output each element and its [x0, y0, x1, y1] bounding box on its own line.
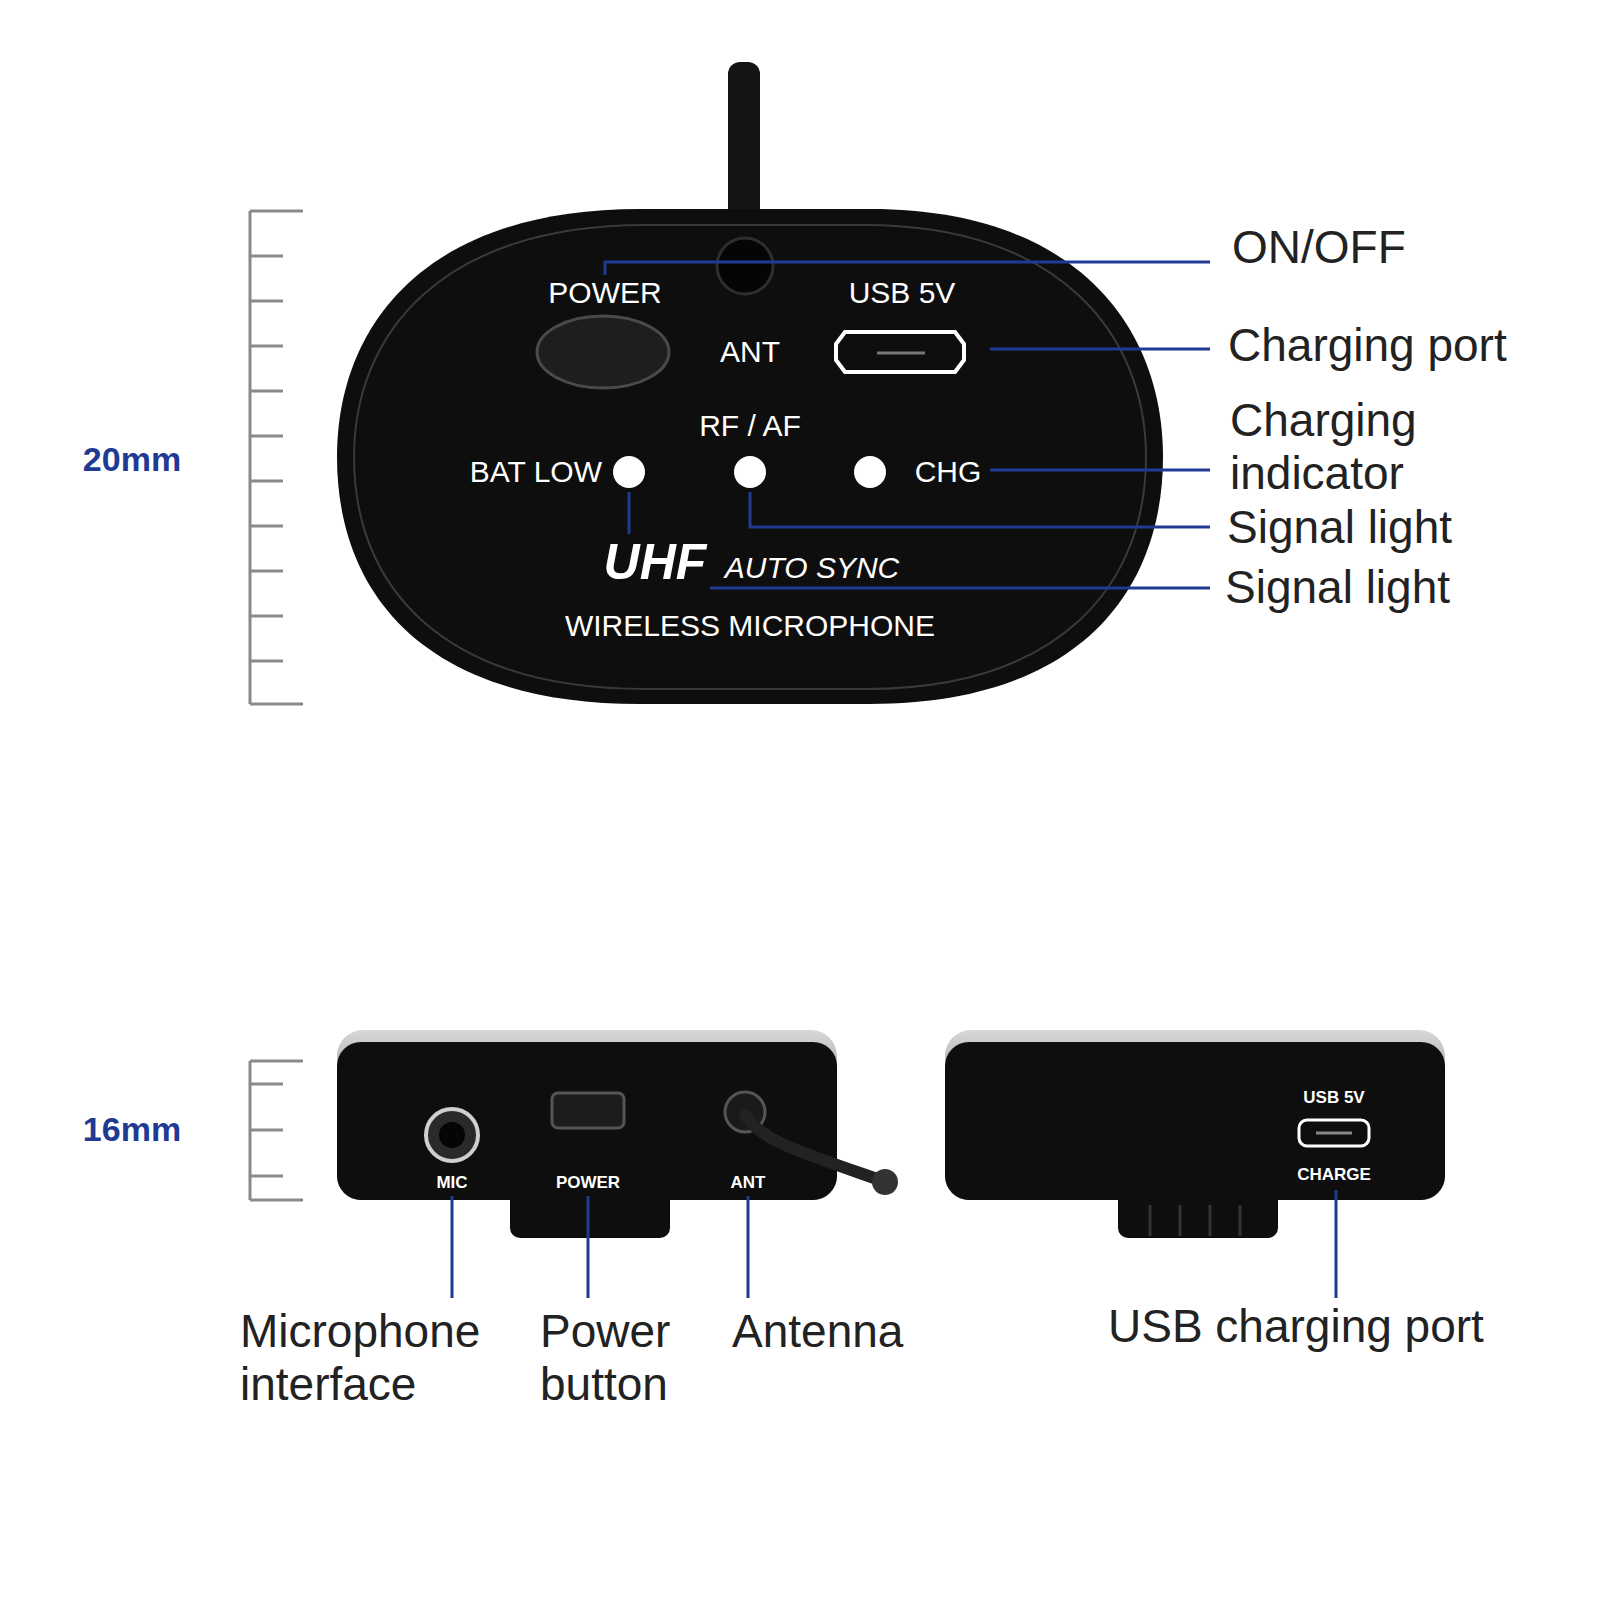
- device-label: RF / AF: [699, 409, 801, 444]
- power-button: [537, 316, 669, 388]
- power-switch: [552, 1093, 624, 1128]
- device-body: [337, 209, 1163, 704]
- usb-port: [1299, 1120, 1369, 1146]
- callout-label: Signal light: [1225, 561, 1450, 614]
- device-side: [945, 1030, 1445, 1200]
- callout-label: USB charging port: [1108, 1300, 1484, 1353]
- led: [613, 456, 645, 488]
- dimension-label: 20mm: [83, 440, 181, 479]
- callout-label: Charging indicator: [1230, 394, 1490, 500]
- antenna-tip: [872, 1169, 898, 1195]
- port-label: CHARGE: [1297, 1165, 1371, 1185]
- device-side: [337, 1030, 837, 1200]
- antenna-base: [717, 238, 773, 294]
- leader-line: [452, 1190, 1336, 1298]
- led: [734, 456, 766, 488]
- led: [854, 456, 886, 488]
- port-label: MIC: [436, 1173, 467, 1193]
- device-label: AUTO SYNC: [721, 551, 903, 586]
- device-label: POWER: [548, 276, 661, 311]
- device-label: CHG: [915, 455, 982, 490]
- port-label: POWER: [556, 1173, 620, 1193]
- callout-label: Antenna: [732, 1305, 903, 1358]
- callout-label: Power button: [540, 1305, 710, 1411]
- callout-label: Microphone interface: [240, 1305, 520, 1411]
- port-label: USB 5V: [1303, 1088, 1364, 1108]
- callout-label: Charging port: [1228, 319, 1507, 372]
- device-label: ANT: [720, 335, 780, 370]
- device-bezel: [354, 225, 1146, 689]
- callout-label: ON/OFF: [1232, 221, 1406, 274]
- dimension-label: 16mm: [83, 1110, 181, 1149]
- mic-jack: [426, 1109, 478, 1161]
- device-label: BAT LOW: [470, 455, 602, 490]
- brand-logo: UHF: [600, 534, 711, 592]
- usb-port: [836, 332, 964, 372]
- antenna-cable: [745, 1115, 880, 1180]
- device-label: USB 5V: [849, 276, 956, 311]
- port-label: ANT: [731, 1173, 766, 1193]
- callout-label: Signal light: [1227, 501, 1452, 554]
- device-label: WIRELESS MICROPHONE: [565, 609, 935, 644]
- ruler: [250, 211, 303, 1200]
